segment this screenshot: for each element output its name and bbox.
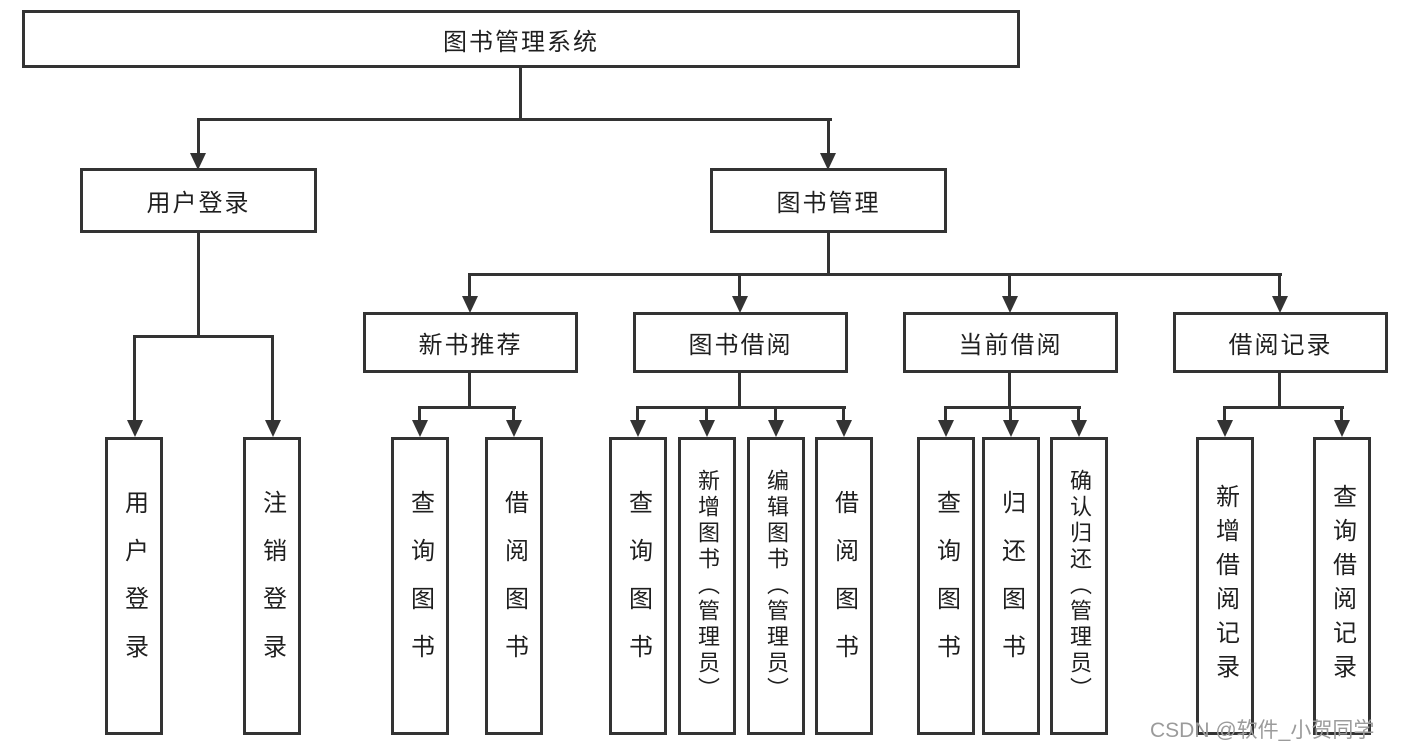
leaf-query-borrow-record: 查询借阅记录 xyxy=(1313,437,1371,735)
node-book-borrow-label: 图书借阅 xyxy=(688,332,793,359)
connector-line xyxy=(197,120,200,154)
node-user-login-label: 用户登录 xyxy=(146,190,251,217)
arrow-down-icon xyxy=(836,420,852,437)
leaf-return-books-label: 归还图书 xyxy=(997,490,1025,682)
arrow-down-icon xyxy=(938,420,954,437)
node-book-borrow: 图书借阅 xyxy=(633,312,848,373)
leaf-add-borrow-record-label: 新增借阅记录 xyxy=(1211,484,1239,688)
connector-line xyxy=(1278,275,1281,297)
arrow-down-icon xyxy=(732,296,748,313)
connector-line xyxy=(1009,408,1012,421)
arrow-down-icon xyxy=(699,420,715,437)
connector-line xyxy=(1223,408,1226,421)
node-root-label: 图书管理系统 xyxy=(443,28,599,56)
node-root: 图书管理系统 xyxy=(22,10,1020,68)
leaf-confirm-return-admin-label: 确认归还（管理员） xyxy=(1067,469,1092,703)
connector-line xyxy=(418,408,421,421)
leaf-recommend-borrow-books-label: 借阅图书 xyxy=(500,490,528,682)
connector-line xyxy=(705,408,708,421)
node-borrow-records-label: 借阅记录 xyxy=(1228,332,1333,359)
leaf-borrow-query-books: 查询图书 xyxy=(609,437,667,735)
leaf-query-borrow-record-label: 查询借阅记录 xyxy=(1328,484,1356,688)
node-new-book-recommend-label: 新书推荐 xyxy=(418,332,523,359)
leaf-recommend-borrow-books: 借阅图书 xyxy=(485,437,543,735)
connector-line xyxy=(197,232,200,337)
connector-line xyxy=(468,372,471,408)
connector-line xyxy=(1223,406,1344,409)
connector-line xyxy=(827,232,830,275)
leaf-add-books-admin: 新增图书（管理员） xyxy=(678,437,736,735)
leaf-user-login: 用户登录 xyxy=(105,437,163,735)
leaf-add-borrow-record: 新增借阅记录 xyxy=(1196,437,1254,735)
node-book-management: 图书管理 xyxy=(710,168,947,233)
connector-line xyxy=(738,372,741,408)
leaf-borrow-query-books-label: 查询图书 xyxy=(624,490,652,682)
connector-line xyxy=(1077,408,1080,421)
arrow-down-icon xyxy=(1002,296,1018,313)
connector-line xyxy=(774,408,777,421)
connector-line xyxy=(133,337,136,421)
arrow-down-icon xyxy=(190,153,206,170)
leaf-user-login-label: 用户登录 xyxy=(120,490,148,682)
connector-line xyxy=(636,406,846,409)
arrow-down-icon xyxy=(127,420,143,437)
leaf-logout-label: 注销登录 xyxy=(258,490,286,682)
connector-line xyxy=(1278,372,1281,408)
arrow-down-icon xyxy=(1003,420,1019,437)
connector-line xyxy=(636,408,639,421)
connector-line xyxy=(271,337,274,421)
connector-line xyxy=(944,406,1081,409)
arrow-down-icon xyxy=(462,296,478,313)
connector-line xyxy=(944,408,947,421)
connector-line xyxy=(197,118,832,121)
leaf-borrow-books: 借阅图书 xyxy=(815,437,873,735)
connector-line xyxy=(519,68,522,120)
arrow-down-icon xyxy=(1071,420,1087,437)
connector-line xyxy=(738,275,741,297)
arrow-down-icon xyxy=(1272,296,1288,313)
leaf-recommend-query-books: 查询图书 xyxy=(391,437,449,735)
node-new-book-recommend: 新书推荐 xyxy=(363,312,578,373)
leaf-return-books: 归还图书 xyxy=(982,437,1040,735)
arrow-down-icon xyxy=(630,420,646,437)
connector-line xyxy=(827,120,830,154)
node-book-management-label: 图书管理 xyxy=(776,190,881,217)
arrow-down-icon xyxy=(1334,420,1350,437)
connector-line xyxy=(468,273,1282,276)
arrow-down-icon xyxy=(265,420,281,437)
connector-line xyxy=(1008,372,1011,408)
leaf-edit-books-admin: 编辑图书（管理员） xyxy=(747,437,805,735)
leaf-recommend-query-books-label: 查询图书 xyxy=(406,490,434,682)
leaf-current-query-books-label: 查询图书 xyxy=(932,490,960,682)
arrow-down-icon xyxy=(820,153,836,170)
csdn-watermark: CSDN @软件_小贺同学 xyxy=(1150,719,1375,742)
leaf-logout: 注销登录 xyxy=(243,437,301,735)
leaf-borrow-books-label: 借阅图书 xyxy=(830,490,858,682)
connector-line xyxy=(512,408,515,421)
connector-line xyxy=(1340,408,1343,421)
connector-line xyxy=(1008,275,1011,297)
connector-line xyxy=(133,335,274,338)
leaf-current-query-books: 查询图书 xyxy=(917,437,975,735)
node-current-borrow: 当前借阅 xyxy=(903,312,1118,373)
arrow-down-icon xyxy=(506,420,522,437)
arrow-down-icon xyxy=(412,420,428,437)
node-user-login: 用户登录 xyxy=(80,168,317,233)
node-current-borrow-label: 当前借阅 xyxy=(958,332,1063,359)
leaf-confirm-return-admin: 确认归还（管理员） xyxy=(1050,437,1108,735)
connector-line xyxy=(842,408,845,421)
connector-line xyxy=(468,275,471,297)
leaf-add-books-admin-label: 新增图书（管理员） xyxy=(695,469,720,703)
connector-line xyxy=(418,406,516,409)
arrow-down-icon xyxy=(1217,420,1233,437)
arrow-down-icon xyxy=(768,420,784,437)
leaf-edit-books-admin-label: 编辑图书（管理员） xyxy=(764,469,789,703)
node-borrow-records: 借阅记录 xyxy=(1173,312,1388,373)
